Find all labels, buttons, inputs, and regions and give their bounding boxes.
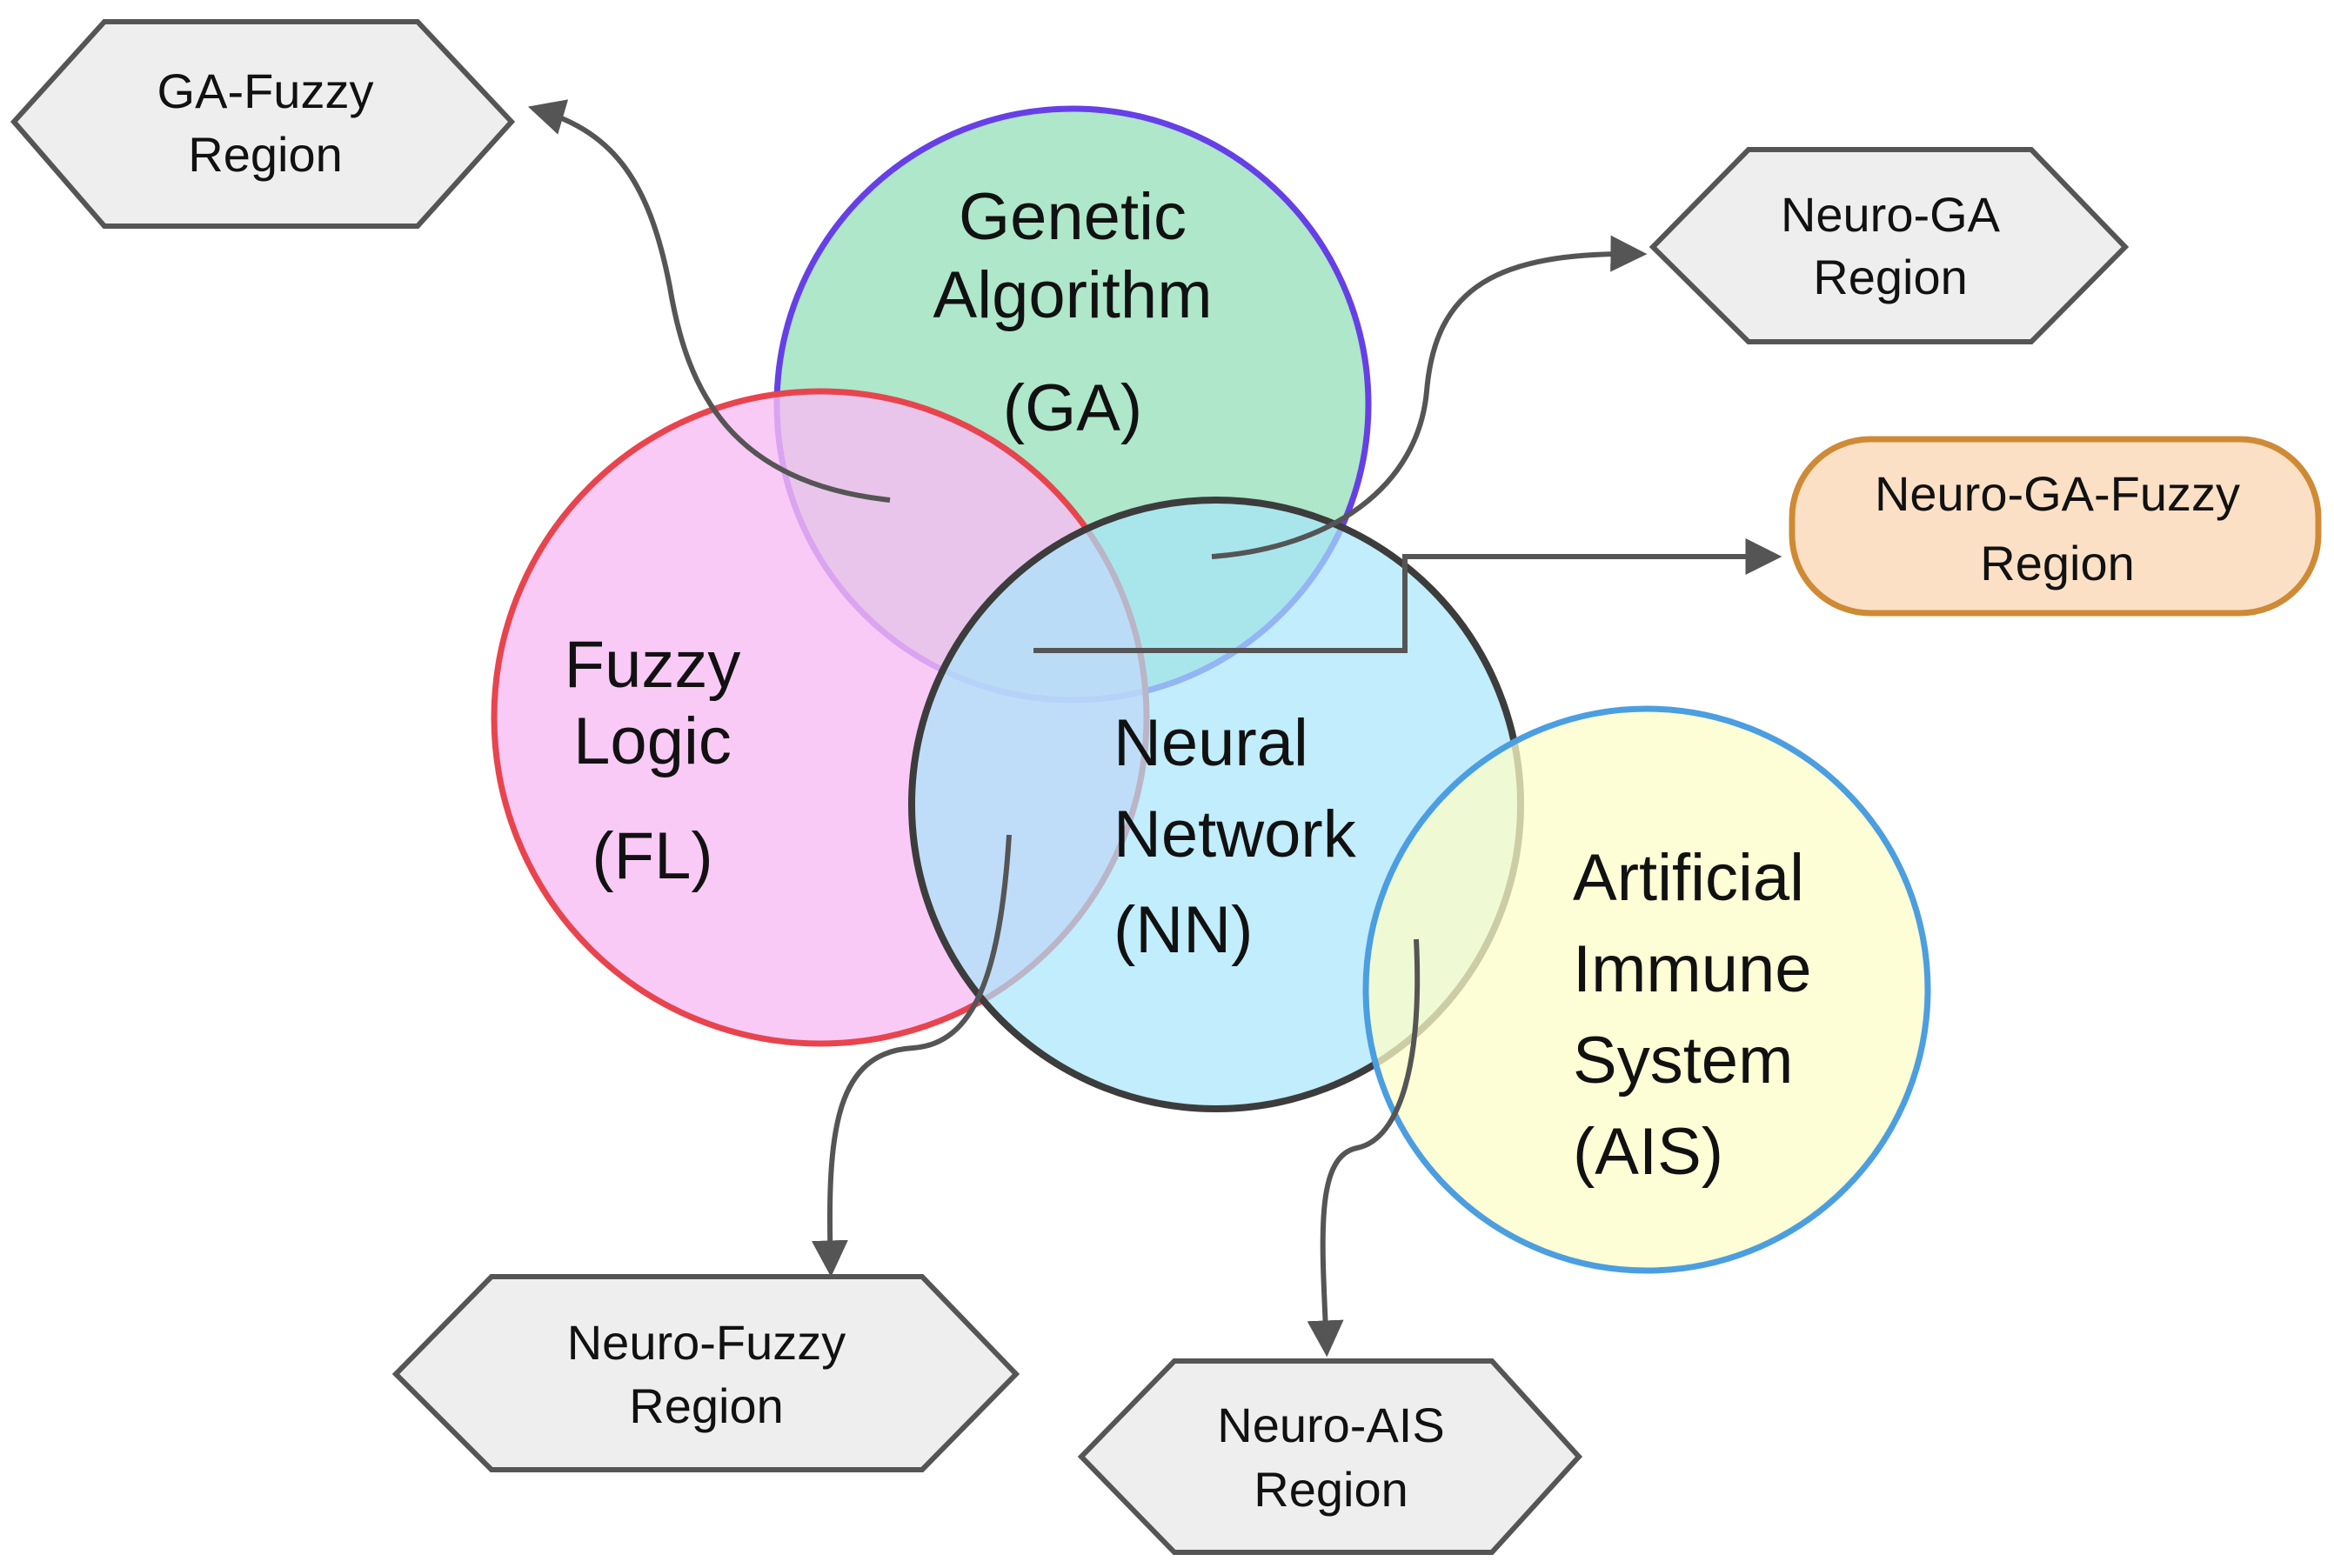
ga-label-line2: Algorithm bbox=[933, 258, 1213, 332]
arrow-neuro-ga bbox=[1211, 235, 1648, 559]
neuro-fuzzy-region-box bbox=[391, 1274, 1020, 1472]
nn-label-line2: Network bbox=[1113, 797, 1357, 871]
fl-label-line2: Logic bbox=[573, 704, 732, 778]
neuro-ga-region-box bbox=[1649, 147, 2130, 344]
neuro-ga-region-line2: Region bbox=[1813, 250, 1967, 304]
ais-abbr: (AIS) bbox=[1573, 1115, 1723, 1189]
ais-label-line3: System bbox=[1573, 1024, 1793, 1098]
nn-label-line1: Neural bbox=[1113, 706, 1308, 780]
fl-abbr: (FL) bbox=[592, 819, 712, 893]
neuro-ga-fuzzy-region-line1: Neuro-GA-Fuzzy bbox=[1875, 466, 2240, 521]
ais-circle bbox=[1362, 705, 1931, 1274]
arrow-neuro-ais bbox=[1307, 938, 1421, 1358]
neuro-fuzzy-region-line1: Neuro-Fuzzy bbox=[567, 1315, 846, 1370]
ais-label-line1: Artificial bbox=[1573, 841, 1804, 915]
neuro-ais-region-line1: Neuro-AIS bbox=[1217, 1398, 1444, 1452]
arrow-neuro-ga-fuzzy bbox=[1033, 538, 1782, 653]
fl-label-line1: Fuzzy bbox=[565, 628, 741, 702]
ga-fuzzy-region-box bbox=[10, 19, 516, 229]
ga-label-line1: Genetic bbox=[959, 180, 1187, 254]
arrow-ga-fuzzy bbox=[527, 99, 891, 503]
neuro-fuzzy-region-line2: Region bbox=[629, 1378, 783, 1433]
ais-label-line2: Immune bbox=[1573, 932, 1812, 1006]
ga-fuzzy-region-line1: GA-Fuzzy bbox=[157, 63, 374, 118]
ga-fuzzy-region-line2: Region bbox=[188, 127, 342, 182]
neuro-ga-fuzzy-region-line2: Region bbox=[1980, 536, 2134, 591]
neuro-ga-fuzzy-region-box bbox=[1789, 436, 2322, 617]
neuro-ga-region-line1: Neuro-GA bbox=[1781, 187, 2001, 242]
arrow-neuro-fuzzy bbox=[811, 834, 1012, 1278]
ga-abbr: (GA) bbox=[1003, 371, 1142, 445]
neuro-ais-region-box bbox=[1077, 1358, 1583, 1555]
neuro-ais-region-line2: Region bbox=[1254, 1462, 1408, 1517]
nn-abbr: (NN) bbox=[1113, 893, 1253, 967]
